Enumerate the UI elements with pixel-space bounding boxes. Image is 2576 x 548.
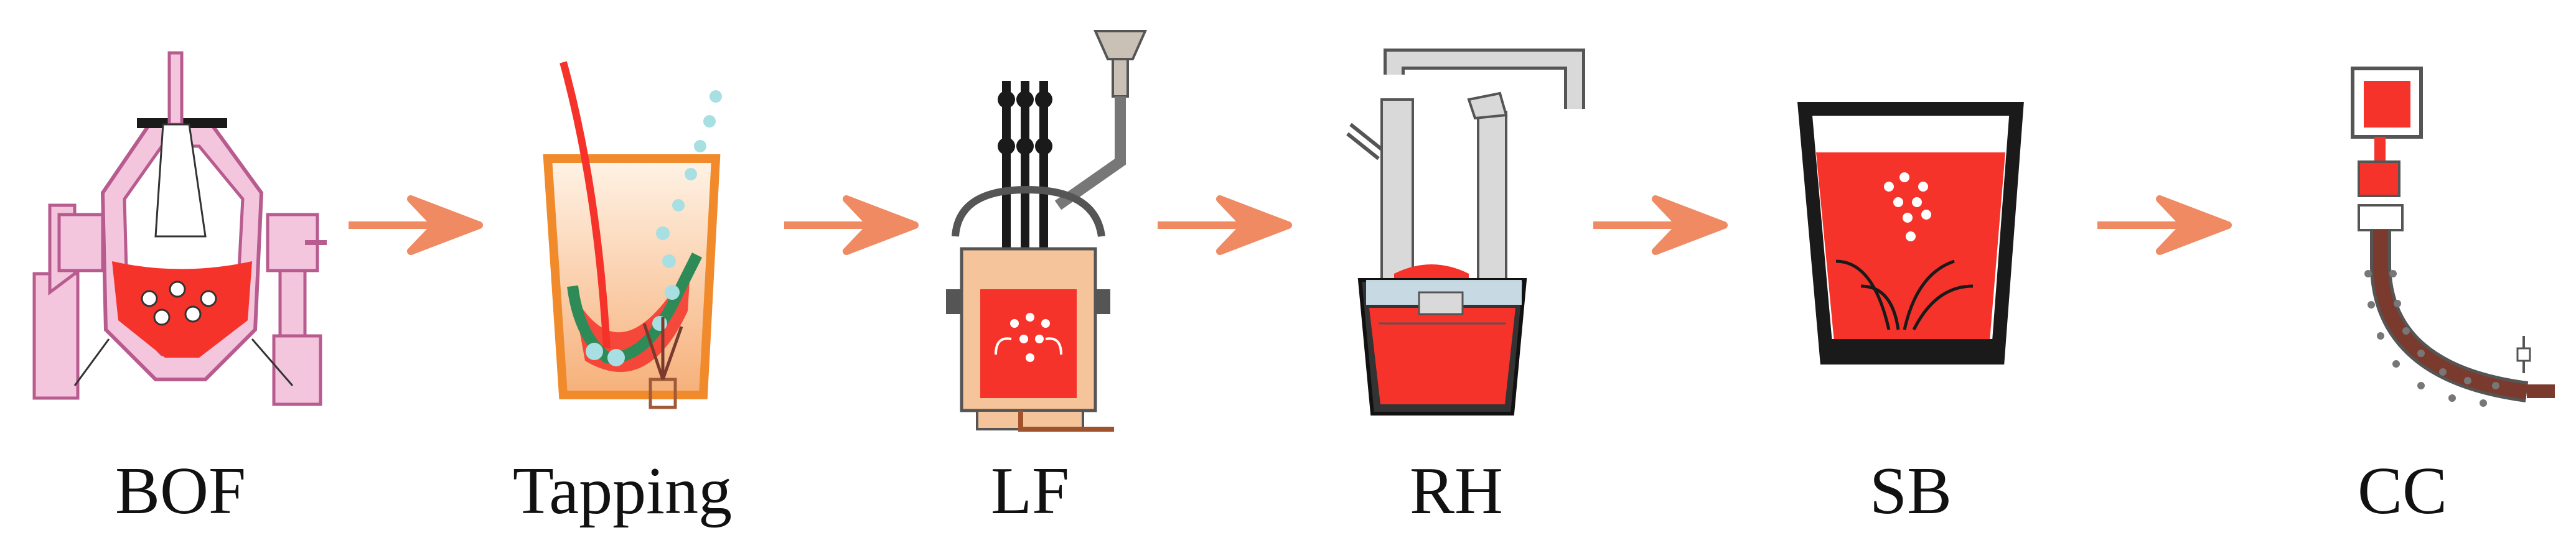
tapping-ladle bbox=[543, 61, 722, 409]
stage-label-lf: LF bbox=[990, 454, 1070, 528]
stage-label-bof: BOF bbox=[115, 454, 246, 528]
stage-label-sb: SB bbox=[1869, 454, 1952, 528]
lf-ladle-furnace bbox=[946, 30, 1148, 432]
stage-label-cc: CC bbox=[2357, 454, 2448, 528]
flow-arrow bbox=[784, 195, 919, 255]
bof-converter bbox=[32, 51, 327, 406]
flow-arrow bbox=[2097, 195, 2232, 255]
rh-degasser bbox=[1346, 49, 1585, 416]
flow-arrow bbox=[1158, 195, 1292, 255]
cc-continuous-caster bbox=[2351, 67, 2555, 407]
sb-stirring-ladle bbox=[1797, 102, 2024, 365]
flow-arrow bbox=[349, 195, 483, 255]
stage-label-tapping: Tapping bbox=[512, 454, 733, 528]
stage-label-rh: RH bbox=[1409, 454, 1504, 528]
flow-arrow bbox=[1593, 195, 1728, 255]
